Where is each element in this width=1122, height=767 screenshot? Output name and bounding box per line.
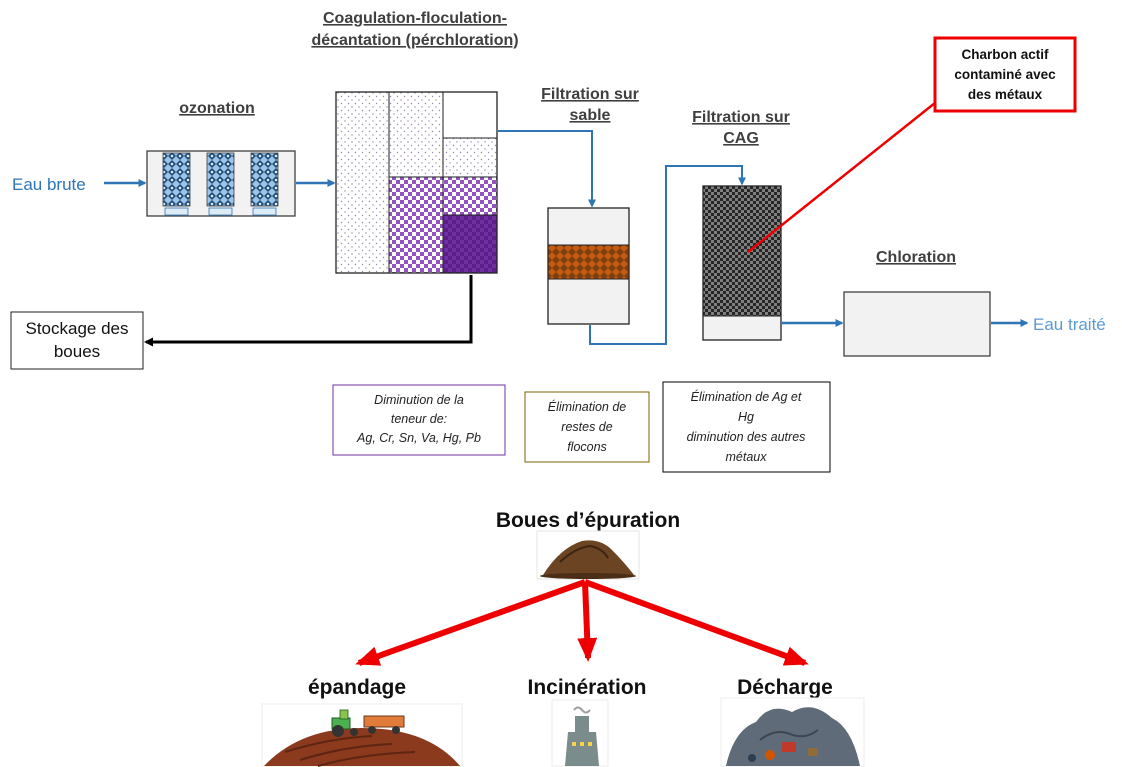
coag-note-line3: Ag, Cr, Sn, Va, Hg, Pb — [356, 431, 481, 445]
callout-line3: des métaux — [968, 87, 1043, 102]
sand-note-box — [524, 391, 650, 463]
coag-note-line1: Diminution de la — [374, 393, 464, 407]
coag-note-line2: teneur de: — [391, 412, 447, 426]
cag-note-line2: Hg — [738, 410, 754, 424]
sand-note-line2: restes de — [561, 420, 612, 434]
coagulation-title-line1: Coagulation-floculation- — [323, 10, 507, 27]
sand-filter-tank — [547, 207, 630, 325]
sludge-title: Boues d’épuration — [496, 509, 680, 532]
coag-to-sand-arrow — [498, 130, 596, 208]
incinerator-icon — [551, 699, 609, 767]
callout-line1: Charbon actif — [961, 47, 1049, 62]
contaminated-charcoal-callout — [933, 36, 1077, 113]
landfill-icon — [720, 697, 865, 767]
chlorination-title: Chloration — [876, 249, 956, 266]
cag-filtration-title-line2: CAG — [723, 130, 759, 147]
coag-note-box — [332, 384, 506, 456]
coagulation-title-line2: décantation (pérchloration) — [311, 32, 518, 49]
sludge-pile-icon — [536, 530, 640, 580]
callout-pointer-line — [747, 86, 956, 253]
sand-filtration-title-line2: sable — [570, 107, 611, 124]
cag-note-box — [662, 381, 831, 473]
cag-note-line1: Élimination de Ag et — [691, 389, 802, 404]
cag-note-line3: diminution des autres — [687, 430, 806, 444]
cag-filtration-title-line1: Filtration sur — [692, 109, 790, 126]
sludge-storage-box — [10, 311, 144, 370]
arrow-to-incineration — [577, 581, 598, 662]
cag-note-line4: métaux — [726, 450, 768, 464]
sand-filtration-title-line1: Filtration sur — [541, 86, 639, 103]
coagulation-tank — [335, 91, 498, 274]
treated-water-label: Eau traité — [1033, 315, 1106, 334]
sludge-storage-label-line1: Stockage des — [25, 319, 128, 338]
tractor-field-icon — [261, 703, 463, 767]
ozonation-title: ozonation — [179, 100, 255, 117]
ozonation-tank — [146, 150, 296, 217]
arrow-to-spreading — [355, 579, 587, 666]
destination-incineration: Incinération — [527, 676, 646, 699]
chlorination-tank — [843, 291, 991, 357]
sand-note-line1: Élimination de — [548, 399, 627, 414]
raw-water-label: Eau brute — [12, 175, 86, 194]
sand-note-line3: flocons — [567, 440, 607, 454]
cag-filter-tank — [702, 185, 782, 341]
sludge-storage-label-line2: boues — [54, 342, 100, 361]
sand-to-cag-arrow — [589, 165, 746, 345]
destination-landfill: Décharge — [737, 676, 833, 699]
sludge-storage-arrow — [144, 275, 473, 347]
callout-line2: contaminé avec — [954, 67, 1056, 82]
destination-spreading: épandage — [308, 676, 406, 699]
arrow-to-landfill — [583, 579, 809, 666]
